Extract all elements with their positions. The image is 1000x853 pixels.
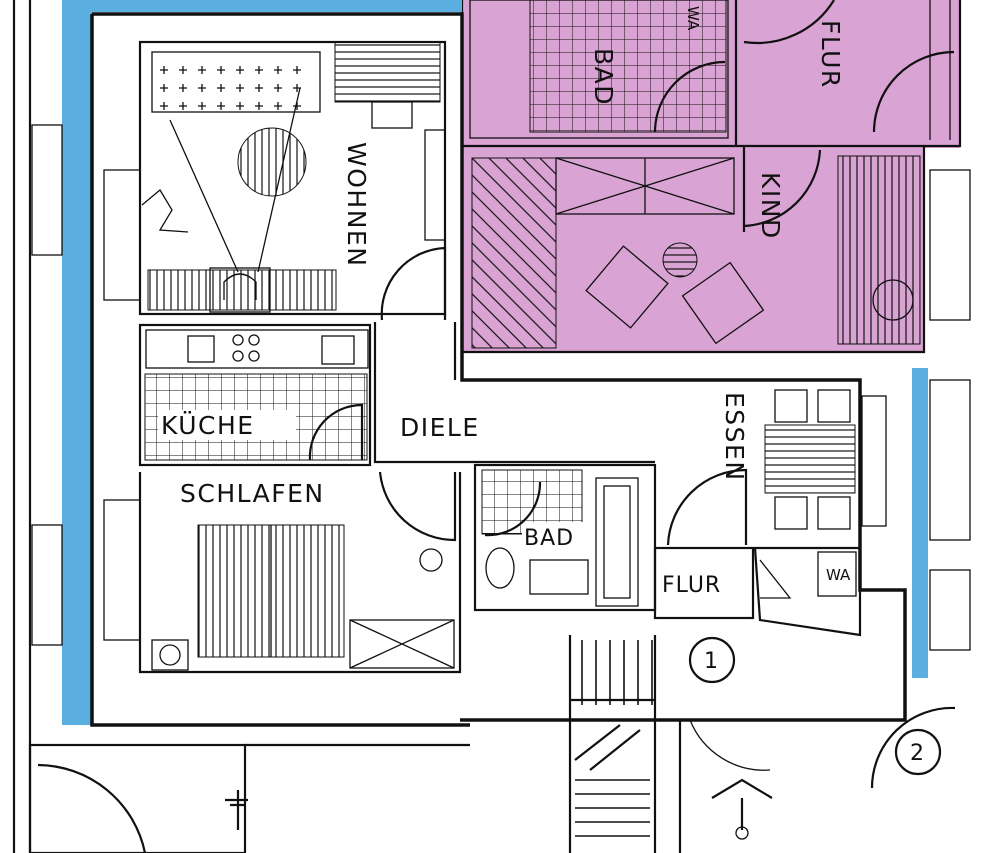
hob-mark <box>179 102 187 110</box>
hob-mark <box>179 84 187 92</box>
hob-mark <box>293 66 301 74</box>
shelf <box>334 41 441 103</box>
hob-mark <box>255 66 263 74</box>
marker-two: 2 <box>910 741 925 766</box>
hob-mark <box>198 102 206 110</box>
room-label-essen: ESSEN <box>720 392 749 482</box>
neighbor-apartment <box>460 0 962 354</box>
hob-mark <box>274 66 282 74</box>
hob-mark <box>198 84 206 92</box>
room-label-diele: DIELE <box>400 413 480 442</box>
room-label-kueche: KÜCHE <box>161 411 255 440</box>
hob-mark <box>274 102 282 110</box>
room-label-flur: FLUR <box>662 573 721 598</box>
hob-mark <box>274 84 282 92</box>
room-wohnen: WOHNEN <box>138 40 447 321</box>
room-kueche: KÜCHE <box>138 323 372 467</box>
hob-mark <box>217 66 225 74</box>
room-label-neighbor-kind: KIND <box>756 172 785 240</box>
hob-mark <box>160 66 168 74</box>
neighbor-bed <box>837 155 921 345</box>
room-label-schlafen: SCHLAFEN <box>180 479 325 508</box>
table-circle <box>237 127 307 197</box>
neighbor-labels: BAD FLUR KIND WA <box>589 6 845 240</box>
hob-mark <box>198 66 206 74</box>
hob-mark <box>236 102 244 110</box>
room-label-wa: WA <box>826 566 851 584</box>
hob-mark <box>217 84 225 92</box>
room-label-bad: BAD <box>524 526 574 551</box>
room-diele: DIELE <box>373 322 655 464</box>
sofa <box>147 269 337 311</box>
hob-mark <box>255 84 263 92</box>
hob-mark <box>255 102 263 110</box>
hob-mark <box>160 102 168 110</box>
room-wa: WA <box>753 546 862 637</box>
hob-mark <box>236 84 244 92</box>
room-label-neighbor-bad: BAD <box>589 48 618 106</box>
room-bad: BAD <box>473 463 657 612</box>
marker-one: 1 <box>704 649 719 674</box>
neighbor-wardrobe <box>471 157 557 349</box>
room-essen: ESSEN <box>666 389 887 546</box>
room-schlafen: SCHLAFEN <box>138 471 462 674</box>
room-label-neighbor-flur: FLUR <box>816 20 845 89</box>
hob-mark <box>236 66 244 74</box>
facade-windows <box>62 0 928 725</box>
room-label-neighbor-wa: WA <box>684 6 702 31</box>
room-flur: FLUR <box>653 546 755 620</box>
building-outline <box>12 0 971 853</box>
hob-mark <box>160 84 168 92</box>
neighbor-bath-tiles <box>529 0 727 133</box>
dining-table <box>764 424 856 494</box>
stairwell: 1 2 <box>568 635 956 853</box>
hob-mark <box>217 102 225 110</box>
room-label-wohnen: WOHNEN <box>342 142 371 267</box>
hob-mark <box>179 66 187 74</box>
